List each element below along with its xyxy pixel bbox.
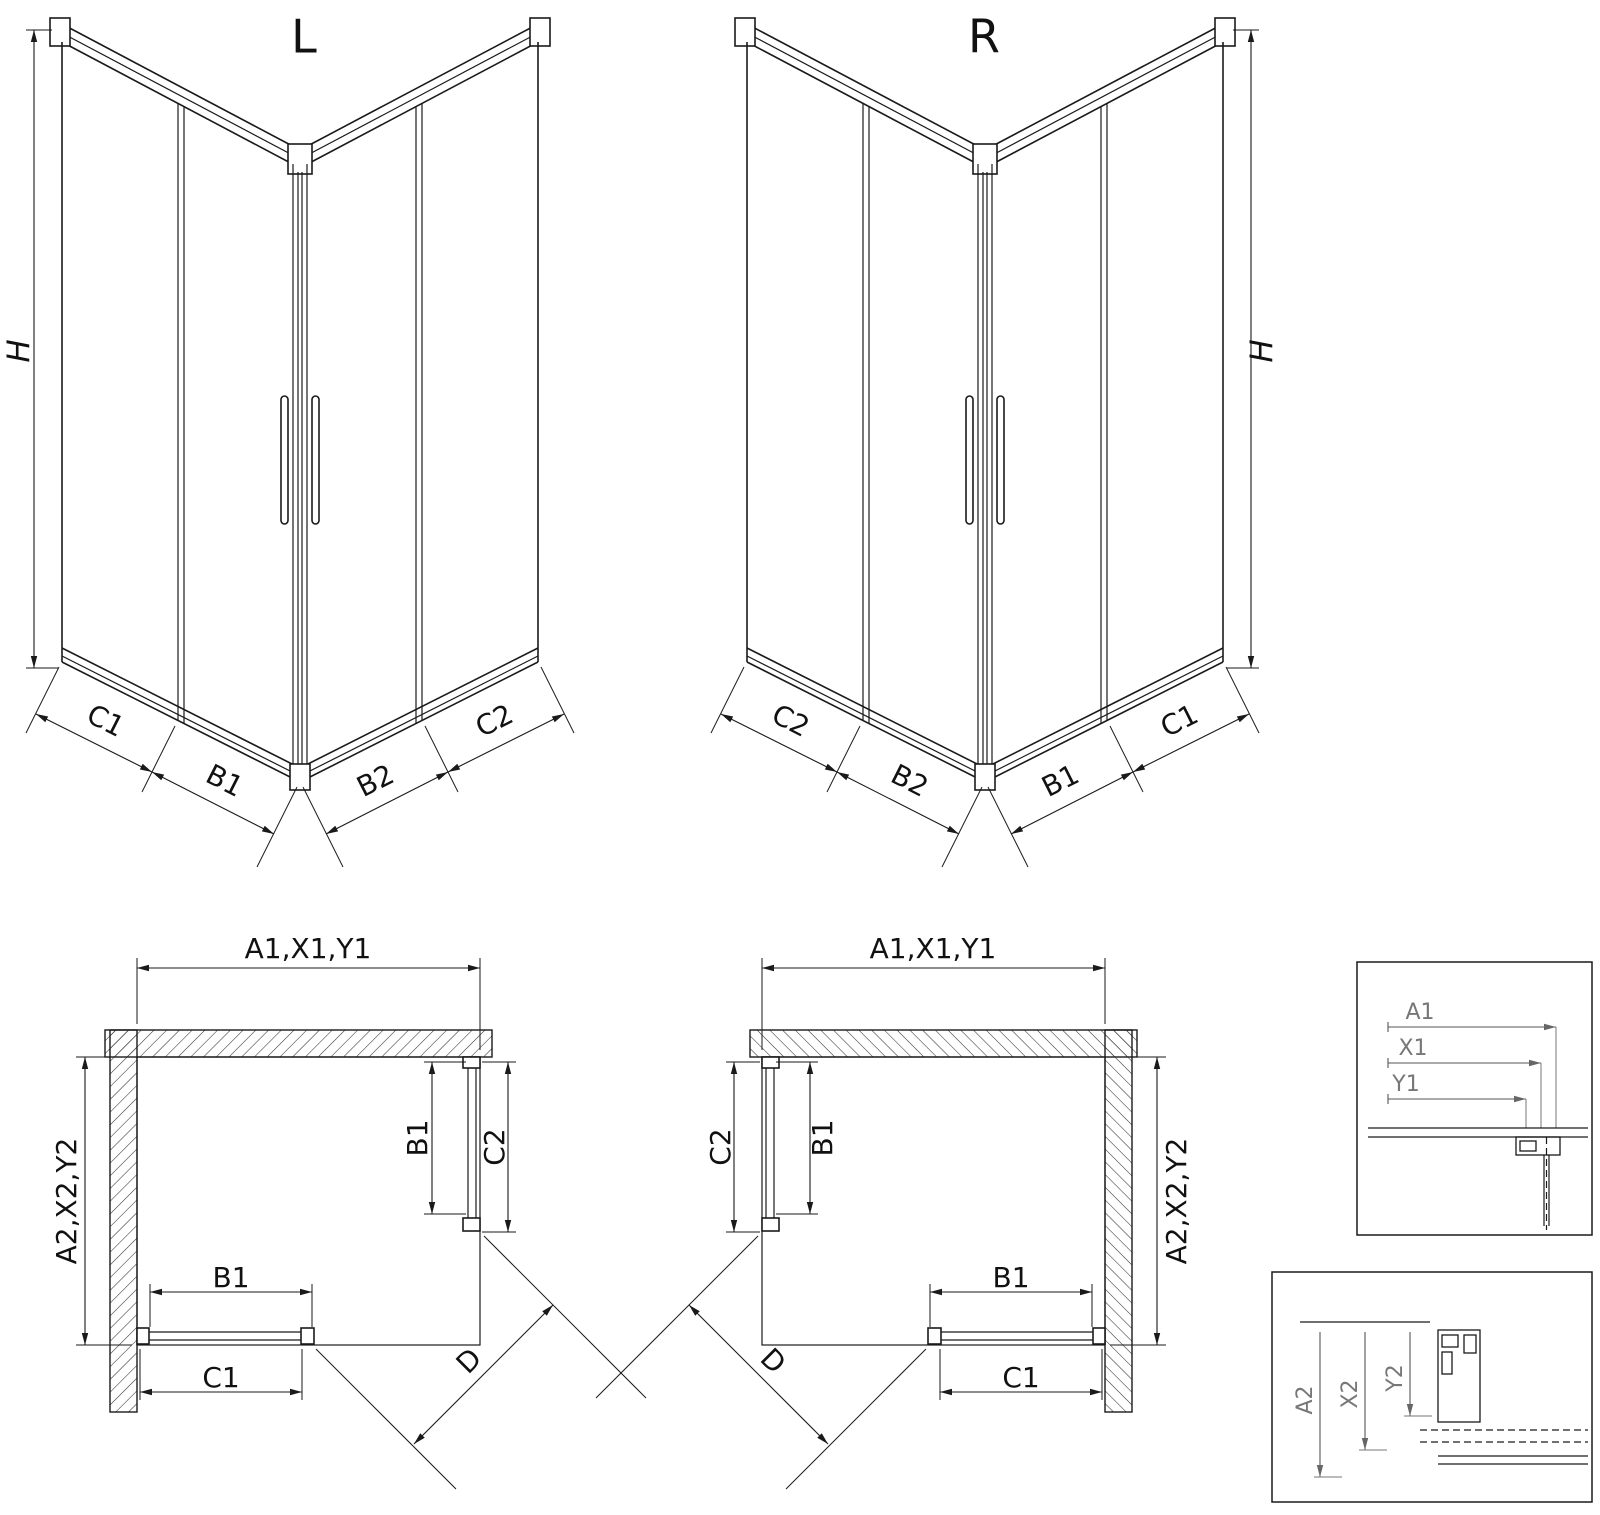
detail-label-y2: Y2 bbox=[1383, 1364, 1408, 1392]
dim-label-h-l: H bbox=[2, 339, 38, 362]
dim-label-a2x2y2-plan-l: A2,X2,Y2 bbox=[50, 1138, 83, 1265]
dim-label-c1-plan-l: C1 bbox=[202, 1361, 239, 1394]
dim-label-c1-plan-r: C1 bbox=[1002, 1361, 1039, 1394]
dim-label-b1-vert-plan-r: B1 bbox=[806, 1119, 839, 1156]
dim-label-b1-bottom-plan-r: B1 bbox=[992, 1261, 1029, 1294]
detail-label-y1: Y1 bbox=[1391, 1072, 1419, 1097]
dim-label-c2-plan-l: C2 bbox=[478, 1128, 511, 1165]
detail-label-x2: X2 bbox=[1338, 1379, 1363, 1408]
dim-label-b1-bottom-plan-l: B1 bbox=[212, 1261, 249, 1294]
dim-label-h-r: H bbox=[1245, 339, 1281, 362]
detail-a1-box: A1 X1 Y1 bbox=[1356, 961, 1593, 1236]
dim-label-a1x1y1-plan-l: A1,X1,Y1 bbox=[245, 932, 372, 965]
variant-label-r: R bbox=[968, 10, 1000, 64]
variant-label-l: L bbox=[291, 10, 317, 64]
detail-a2-box: A2 X2 Y2 bbox=[1271, 1271, 1593, 1503]
dim-label-a1x1y1-plan-r: A1,X1,Y1 bbox=[870, 932, 997, 965]
dim-label-c2-plan-r: C2 bbox=[704, 1128, 737, 1165]
plan-view-r: A1,X1,Y1 A2,X2,Y2 C2 B1 B1 C1 D bbox=[596, 932, 1193, 1489]
detail-label-a2: A2 bbox=[1293, 1385, 1318, 1414]
dim-label-b1-vert-plan-l: B1 bbox=[401, 1119, 434, 1156]
detail-label-x1: X1 bbox=[1398, 1036, 1427, 1061]
plan-view-l: A1,X1,Y1 A2,X2,Y2 B1 C2 B1 C1 D bbox=[50, 932, 646, 1489]
detail-label-a1: A1 bbox=[1405, 1000, 1434, 1025]
dim-label-a2x2y2-plan-r: A2,X2,Y2 bbox=[1160, 1138, 1193, 1265]
